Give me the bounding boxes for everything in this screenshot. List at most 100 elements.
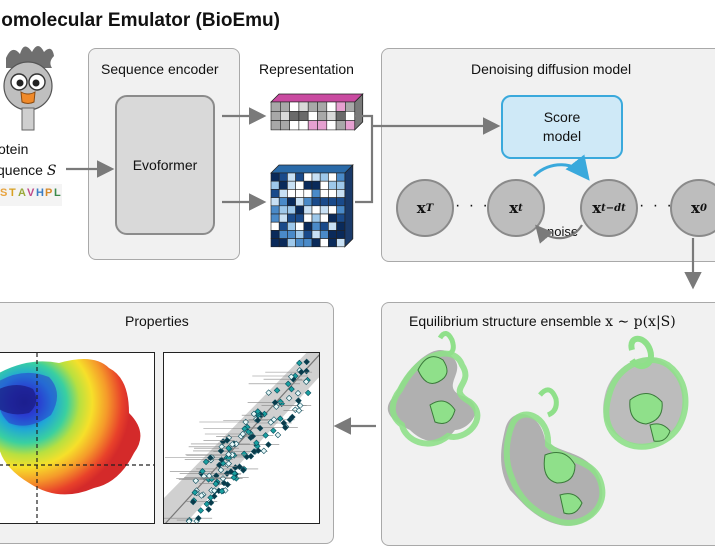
scatter-point: [212, 472, 220, 479]
node-x-0-sub: 0: [699, 202, 707, 214]
scatter-point: [191, 489, 199, 496]
scatter-point: [217, 447, 225, 455]
node-x-T-sub: T: [425, 202, 434, 214]
node-x-t-dt-sub: t−dt: [601, 202, 626, 214]
scatter-point: [220, 479, 228, 487]
scatter-point: [232, 464, 239, 471]
scatter-point: [254, 408, 262, 415]
scatter-point: [205, 506, 212, 513]
properties-panel-label: Properties: [125, 313, 189, 329]
scatter-comparison-plot: [163, 352, 320, 524]
scatter-point: [289, 413, 296, 421]
sequence-letter: H: [36, 187, 44, 199]
scatter-point: [303, 367, 310, 375]
scatter-point: [256, 424, 264, 432]
scatter-point: [212, 480, 220, 488]
bracket-representations: [355, 114, 374, 204]
node-x-t-sub: t: [518, 202, 523, 214]
node-x-T-base: x: [416, 199, 426, 217]
scatter-point: [296, 359, 303, 367]
sequence-letter: P: [45, 187, 53, 199]
scatter-point: [223, 437, 231, 444]
scatter-point: [185, 518, 193, 523]
scatter-point: [203, 500, 211, 508]
arrow-noise: [535, 224, 583, 244]
scatter-point: [297, 368, 305, 376]
ensemble-label-text: Equilibrium structure ensemble: [409, 313, 602, 329]
scatter-point: [247, 453, 255, 460]
protein-label-line2: quence S: [0, 160, 56, 181]
scatter-point: [236, 463, 243, 470]
scatter-point: [277, 398, 284, 406]
protein-structure-3: [603, 335, 689, 450]
sequence-letter: S: [0, 187, 8, 199]
scatter-point: [250, 410, 258, 418]
scatter-point: [253, 439, 260, 447]
protein-label-line1: otein: [0, 141, 29, 157]
scatter-point: [303, 358, 310, 366]
scatter-point: [280, 419, 288, 427]
scatter-point: [288, 385, 295, 393]
scatter-point: [285, 394, 293, 402]
scatter-point: [242, 418, 249, 426]
scatter-point: [240, 466, 247, 474]
evoformer-block: Evoformer: [115, 95, 215, 235]
scatter-point: [202, 458, 210, 466]
score-model-block: Score model: [501, 95, 623, 159]
sequence-letter: V: [27, 187, 35, 199]
scatter-point: [282, 424, 289, 431]
sequence-letter: A: [18, 187, 26, 199]
scatter-point: [250, 448, 258, 455]
scatter-point: [249, 433, 256, 440]
sequence-letter: T: [9, 187, 16, 199]
ensemble-panel-label: Equilibrium structure ensemble x ∼ p(x|S…: [409, 313, 676, 330]
scatter-point: [217, 466, 225, 474]
scatter-point: [262, 432, 269, 439]
scatter-point: [265, 389, 272, 396]
scatter-point: [273, 387, 281, 394]
scatter-point: [288, 373, 295, 381]
ensemble-label-math: x ∼ p(x|S): [605, 314, 676, 330]
scatter-point: [267, 419, 275, 426]
node-x-t-dt-base: x: [592, 199, 602, 217]
evoformer-label: Evoformer: [132, 157, 198, 173]
scatter-point: [229, 441, 236, 448]
protein-structure-1: [387, 331, 481, 447]
scatter-point: [284, 380, 292, 388]
encoder-panel-label: Sequence encoder: [101, 61, 219, 77]
scatter-point: [199, 468, 206, 475]
scatter-point: [230, 474, 238, 481]
scatter-point: [254, 416, 262, 424]
scatter-point: [295, 407, 303, 414]
protein-label-text: quence: [0, 162, 47, 178]
scatter-point: [241, 425, 248, 432]
scatter-point: [294, 390, 302, 397]
scatter-point: [270, 427, 277, 434]
scatter-point: [255, 447, 262, 454]
scatter-point: [225, 451, 232, 458]
scatter-point: [219, 475, 227, 482]
scatter-point: [302, 378, 310, 385]
scatter-point: [225, 460, 232, 467]
scatter-point: [265, 441, 272, 448]
node-x-0-base: x: [691, 199, 700, 217]
scatter-point: [189, 498, 197, 506]
scatter-point: [198, 492, 205, 499]
scatter-point: [232, 440, 240, 448]
scatter-point: [218, 456, 225, 463]
scatter-point: [273, 403, 280, 410]
scatter-point: [304, 389, 312, 397]
scatter-point: [192, 477, 200, 484]
scatter-point: [218, 488, 226, 495]
scatter-point: [227, 468, 235, 475]
diagram-title: iomolecular Emulator (BioEmu): [0, 10, 280, 31]
scatter-point: [276, 415, 284, 422]
representation-label: Representation: [259, 61, 354, 77]
sequence-letter: L: [54, 187, 61, 199]
arrow-denoise-step: [532, 154, 590, 181]
